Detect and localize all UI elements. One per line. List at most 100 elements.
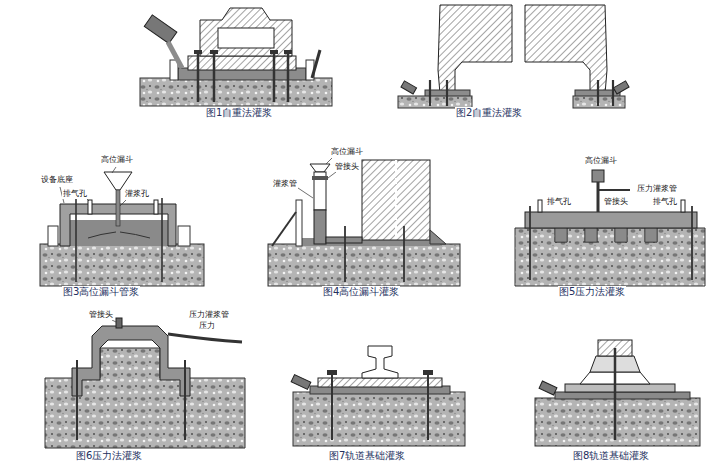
figure-4-part-part [403,226,405,282]
figure-4-part [268,244,460,286]
figure-caption: 图2自重法灌浆 [455,107,523,118]
figure-2-part [613,81,629,94]
figure-5-part [515,228,705,286]
figure-7-part [291,375,311,390]
figure-8-part [539,381,557,395]
figure-1-part [200,8,292,56]
figure-7 [291,346,465,446]
figure-6-part [77,360,185,440]
figure-caption: 图1自重法灌浆 [205,107,273,118]
figure-3-part-part [112,167,116,173]
figure-5-part-part [585,228,597,242]
part-label: 设备底座 [40,176,74,185]
figure-3-part [40,244,204,286]
figure-3-part [76,198,162,282]
figure-4-part-part [344,226,346,282]
figure-4-part-part [326,158,332,164]
figure-4-part [345,226,404,282]
part-label: 高位漏斗 [100,156,134,165]
figure-5-part [681,200,685,212]
figure-5-part-part [615,228,627,242]
figure-5-part-part [645,228,657,242]
part-label: 压力灌浆管 [188,311,230,320]
part-label: 高位漏斗 [584,157,618,166]
part-label: 灌浆管 [272,180,298,189]
figure-4-part [296,200,302,246]
figure-5-part [597,182,600,212]
figure-8-part [565,384,675,392]
figure-1-part [312,50,320,78]
figure-2-part-part [446,80,448,106]
figure-caption: 图7轨道基础灌浆 [328,450,406,461]
figure-3-part [88,200,92,214]
figure-2 [398,5,629,108]
figure-5-part [530,206,692,280]
figure-5-part [598,189,630,191]
figure-5-part [592,170,604,182]
figure-caption: 图3高位漏斗管浆 [62,286,140,297]
figure-4-part [314,210,326,244]
figure-8-part [535,398,700,446]
figure-3-part [178,226,190,246]
figure-4-part [326,237,362,243]
figure-6-part [168,334,242,342]
figure-7-part [362,346,398,378]
figure-caption: 图6压力法灌浆 [75,450,143,461]
figure-2-part [430,80,613,106]
figure-4-part [312,176,328,180]
figure-1-part [218,28,274,48]
part-label: 压力灌浆管 [636,185,678,194]
figure-1-part [168,42,182,68]
figure-1-part-part [197,52,200,102]
figure-3-part-part [120,200,126,206]
figure-5-part [525,212,697,228]
part-label: 排气孔 [546,198,572,207]
figure-3 [40,167,204,286]
part-label: 管接头 [603,198,629,207]
figure-1-part-part [270,50,278,54]
part-label: 高位漏斗 [330,148,364,157]
figure-2-part-part [597,80,599,106]
figure-4-part [362,160,430,240]
figure-3-part [104,172,132,190]
figure-3-part-part [161,198,163,282]
figure-1-part [140,78,332,106]
figure-6-part [45,348,245,448]
figure-5-part-part [529,206,531,280]
figure-4-part-part [298,188,313,198]
figure-7-part [332,370,428,440]
figure-1-part-part [284,50,292,54]
figure-1-part [144,15,177,44]
figure-4-part [272,212,296,246]
figure-8 [535,340,700,446]
figure-caption: 图8轨道基础灌浆 [572,450,650,461]
figure-6-part [112,320,116,322]
figure-4-part [395,160,397,240]
figure-7-part-part [427,370,429,440]
figure-5 [515,170,705,286]
figure-4-part-part [328,172,336,178]
figure-7-part [293,392,465,446]
figure-7-part-part [331,370,333,440]
figure-7-part [423,370,433,375]
figure-3-part [154,200,158,214]
figure-8-part [555,392,690,399]
figure-caption: 图5压力法灌浆 [558,286,626,297]
figure-1 [140,8,332,106]
figure-7-part [327,370,337,375]
figure-4-part [310,164,330,172]
figure-5-part [538,200,542,212]
figure-5-part-part [691,206,693,280]
figure-1-part-part [213,52,216,102]
figure-1-part [194,50,292,54]
figure-2-part [525,5,607,94]
figure-2-part-part [429,80,431,106]
figure-2-part [438,5,512,94]
figure-6 [45,318,245,448]
figure-4-part [430,230,446,244]
figure-4 [268,158,460,286]
figure-6-part-part [184,360,186,440]
figure-4-part [298,158,336,198]
part-label: 管接头 [88,311,114,320]
figure-6-part [116,318,122,328]
